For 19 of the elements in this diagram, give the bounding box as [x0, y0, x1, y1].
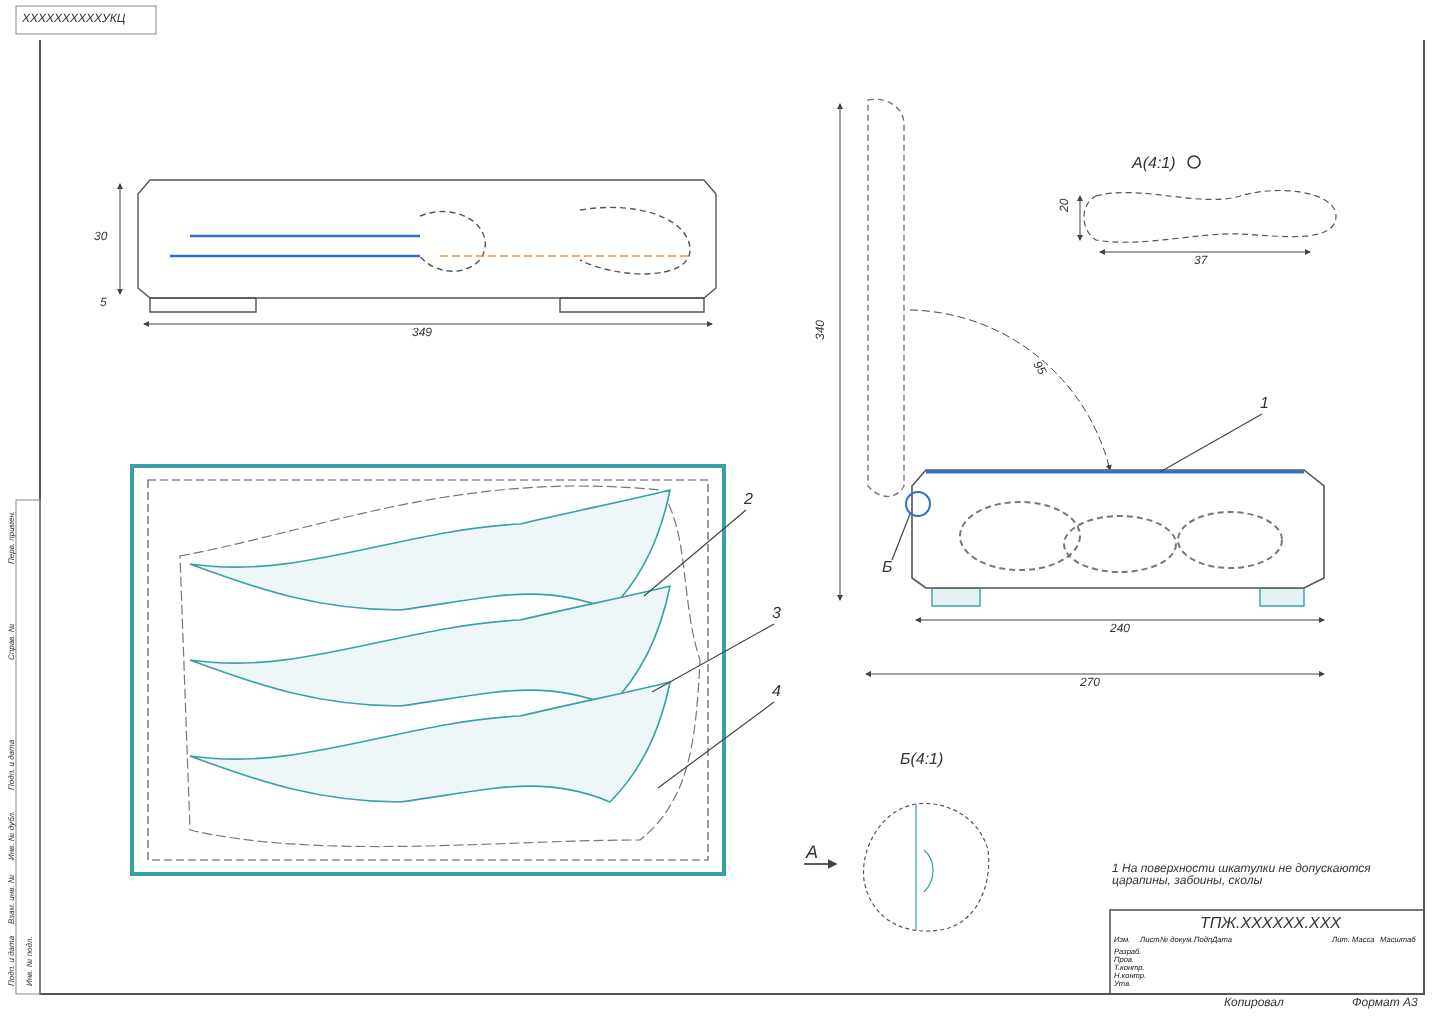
view-label: Б(4:1) — [900, 752, 944, 768]
view-direction-letter: А — [806, 844, 819, 862]
callout-number: Б — [882, 560, 893, 576]
callout-number: 3 — [772, 606, 781, 622]
detail-circle — [905, 491, 931, 517]
callout-number: 2 — [744, 492, 753, 508]
leader-line — [657, 701, 775, 789]
knife-drawing — [189, 585, 671, 707]
callout-number: 4 — [772, 684, 781, 700]
callout-number: 1 — [1260, 396, 1269, 412]
leader-line — [891, 513, 911, 561]
knife-drawing — [189, 489, 671, 611]
leader-line — [1159, 413, 1263, 473]
knife-drawing — [189, 681, 671, 803]
view-label: А(4:1) — [1132, 156, 1176, 172]
leader-line — [643, 509, 747, 597]
drawing-number: ТПЖ.ХХХХХХ.ХХХ — [1200, 916, 1341, 932]
box-side-view-drawing — [911, 469, 1325, 589]
leader-line — [651, 623, 775, 693]
